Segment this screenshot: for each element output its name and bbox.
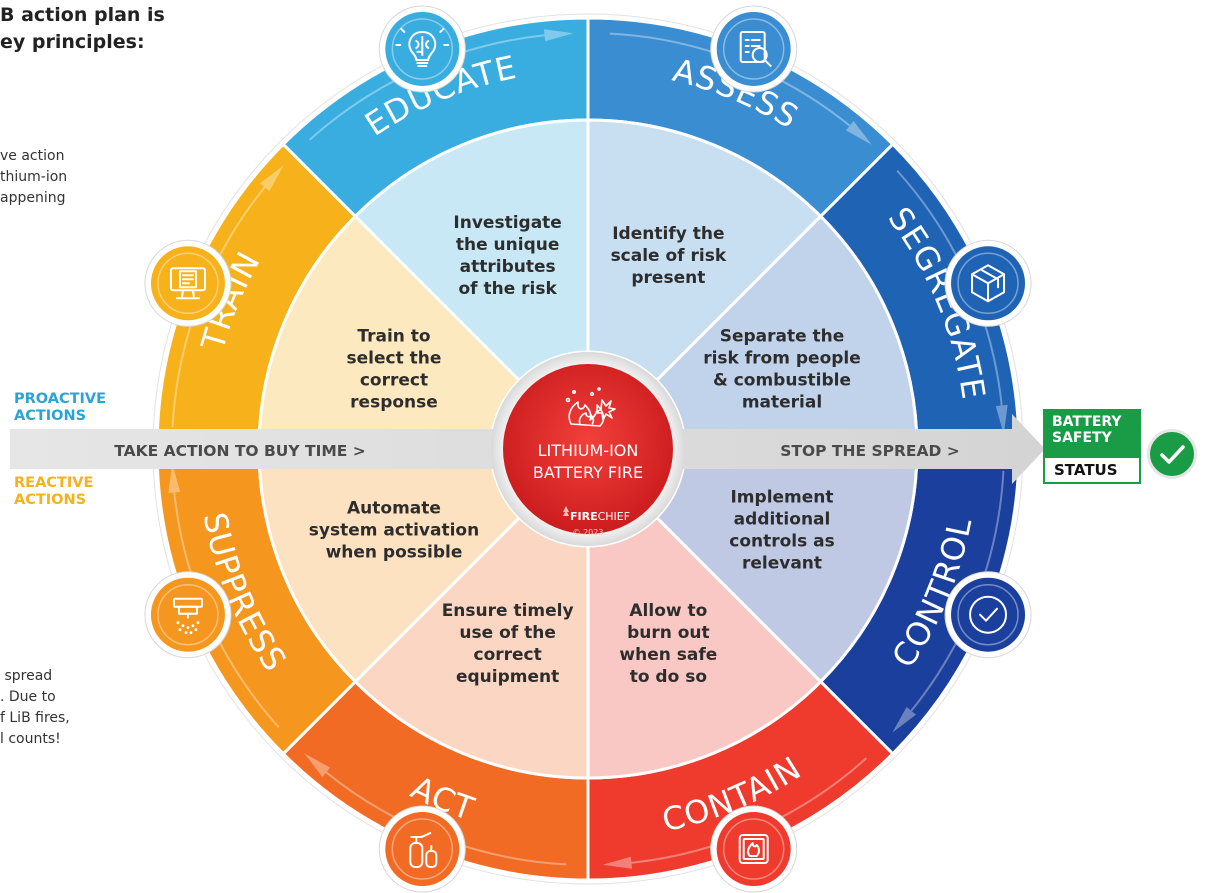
brand-light: CHIEF — [598, 510, 630, 523]
status-line1: BATTERY — [1052, 414, 1122, 430]
brand-bold: FIRE — [570, 510, 598, 523]
proactive-description: ve action thium-ion appening — [0, 148, 68, 206]
proactive-actions-label: PROACTIVE ACTIONS — [14, 391, 107, 424]
fire-icon — [565, 387, 616, 427]
status-heading: BATTERY SAFETY — [1043, 409, 1141, 459]
copyright: © 2023 — [573, 528, 604, 537]
fire-box-icon — [710, 805, 798, 893]
stop-spread-label: STOP THE SPREAD > — [780, 442, 960, 460]
center-title-line1: LITHIUM-ION — [538, 441, 639, 460]
cube-shield-icon — [944, 239, 1032, 327]
firechief-logo: FIRECHIEF — [563, 506, 630, 523]
reactive-actions-label: REACTIVE ACTIONS — [14, 475, 94, 508]
control-guide-arrow — [892, 707, 916, 733]
center-title-line2: BATTERY FIRE — [533, 463, 643, 482]
educate-guide-arrow — [543, 29, 574, 42]
extinguisher-icon — [378, 805, 466, 893]
svg-text:FIRECHIEF: FIRECHIEF — [570, 510, 630, 523]
suppress-guide-arrow — [168, 463, 181, 494]
train-guide-arrow — [260, 165, 284, 191]
status-check-icon — [1147, 429, 1197, 479]
status-label: STATUS — [1043, 456, 1141, 484]
brain-bulb-icon — [378, 5, 466, 93]
check-circle-icon — [944, 571, 1032, 659]
center-hub: LITHIUM-ION BATTERY FIRE FIRECHIEF © 202… — [491, 352, 685, 546]
status-line2: SAFETY — [1052, 430, 1112, 446]
clipboard-search-icon — [710, 5, 798, 93]
battery-safety-status: BATTERY SAFETY STATUS — [1043, 409, 1200, 487]
buy-time-label: TAKE ACTION TO BUY TIME > — [114, 442, 366, 460]
contain-guide-arrow — [602, 856, 633, 869]
reactive-description: spread . Due to f LiB fires, l counts! — [0, 668, 70, 747]
intro-title: B action plan is ey principles: — [0, 4, 165, 53]
sprinkler-icon — [144, 571, 232, 659]
act-guide-arrow — [304, 753, 330, 777]
monitor-icon — [144, 239, 232, 327]
assess-guide-arrow — [846, 121, 872, 145]
center-disc — [503, 364, 673, 534]
segregate-guide-arrow — [995, 404, 1008, 435]
